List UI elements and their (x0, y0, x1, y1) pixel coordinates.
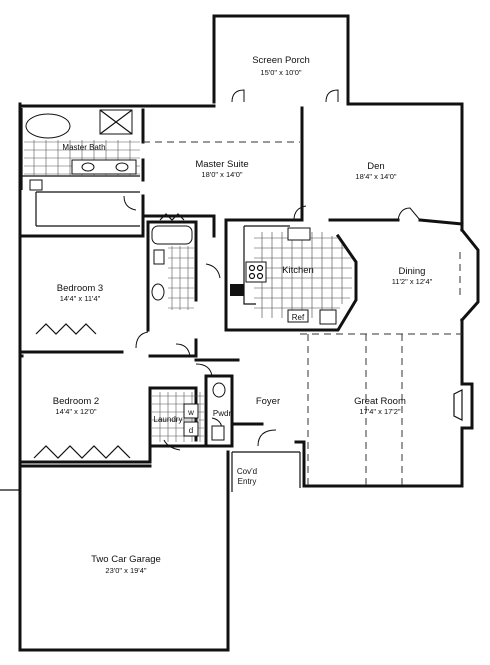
master-bath-label: Master Bath (62, 143, 105, 152)
toilet-icon (153, 249, 165, 265)
kitchen-label: Kitchen (282, 265, 314, 276)
stove-icon (245, 261, 267, 283)
sink-icon (115, 162, 129, 172)
master-bath-fixtures (21, 108, 140, 191)
garage-label: Two Car Garage (91, 554, 161, 565)
foyer-label: Foyer (256, 396, 280, 407)
interior-walls (20, 106, 464, 464)
sink-icon (151, 283, 165, 301)
refrigerator-icon (287, 309, 309, 323)
closet-doors (33, 213, 185, 459)
sink-icon (81, 162, 95, 172)
dryer-icon (183, 421, 199, 437)
great-room-label: Great Room (354, 396, 406, 407)
washer-icon (183, 403, 199, 419)
pantry-icon (230, 284, 244, 296)
den-label: Den (367, 161, 384, 172)
bathtub-icon (151, 225, 193, 245)
screen-porch-dim: 15'0" x 10'0" (260, 68, 301, 77)
ceiling-lines (143, 141, 462, 486)
bathtub-icon (25, 113, 71, 139)
dryer-label: d (189, 426, 193, 435)
toilet-icon (29, 179, 43, 191)
ref-label: Ref (292, 313, 305, 322)
hall-bath-fixtures (151, 225, 194, 310)
washer-label: w (187, 408, 194, 417)
den-dim: 18'4" x 14'0" (355, 172, 396, 181)
kitchen-fixtures (230, 225, 352, 325)
covered-entry-label-2: Entry (238, 477, 257, 486)
kitchen-sink-icon (287, 227, 311, 241)
exterior-walls (18, 14, 480, 652)
fireplace-icon (453, 389, 463, 421)
bedroom3-dim: 14'4" x 11'4" (60, 294, 101, 303)
bedroom2-label: Bedroom 2 (53, 396, 99, 407)
toilet-icon (211, 425, 225, 441)
bedroom2-dim: 14'4" x 12'0" (55, 407, 96, 416)
garage-dim: 23'0" x 19'4" (105, 566, 146, 575)
screen-porch-label: Screen Porch (252, 55, 310, 66)
master-suite-label: Master Suite (195, 159, 248, 170)
laundry-label: Laundry (154, 415, 183, 424)
room-labels: Screen Porch 15'0" x 10'0" Master Bath M… (53, 55, 433, 575)
master-suite-dim: 18'0" x 14'0" (201, 170, 242, 179)
covered-entry-label-1: Cov'd (237, 467, 257, 476)
dining-label: Dining (399, 266, 426, 277)
pwdr-label: Pwdr (213, 409, 232, 418)
great-room-dim: 17'4" x 17'2" (359, 407, 400, 416)
sink-icon (212, 382, 226, 398)
bedroom3-label: Bedroom 3 (57, 283, 103, 294)
dining-dim: 11'2" x 12'4" (392, 277, 433, 286)
laundry-fixtures: w d (152, 382, 226, 442)
